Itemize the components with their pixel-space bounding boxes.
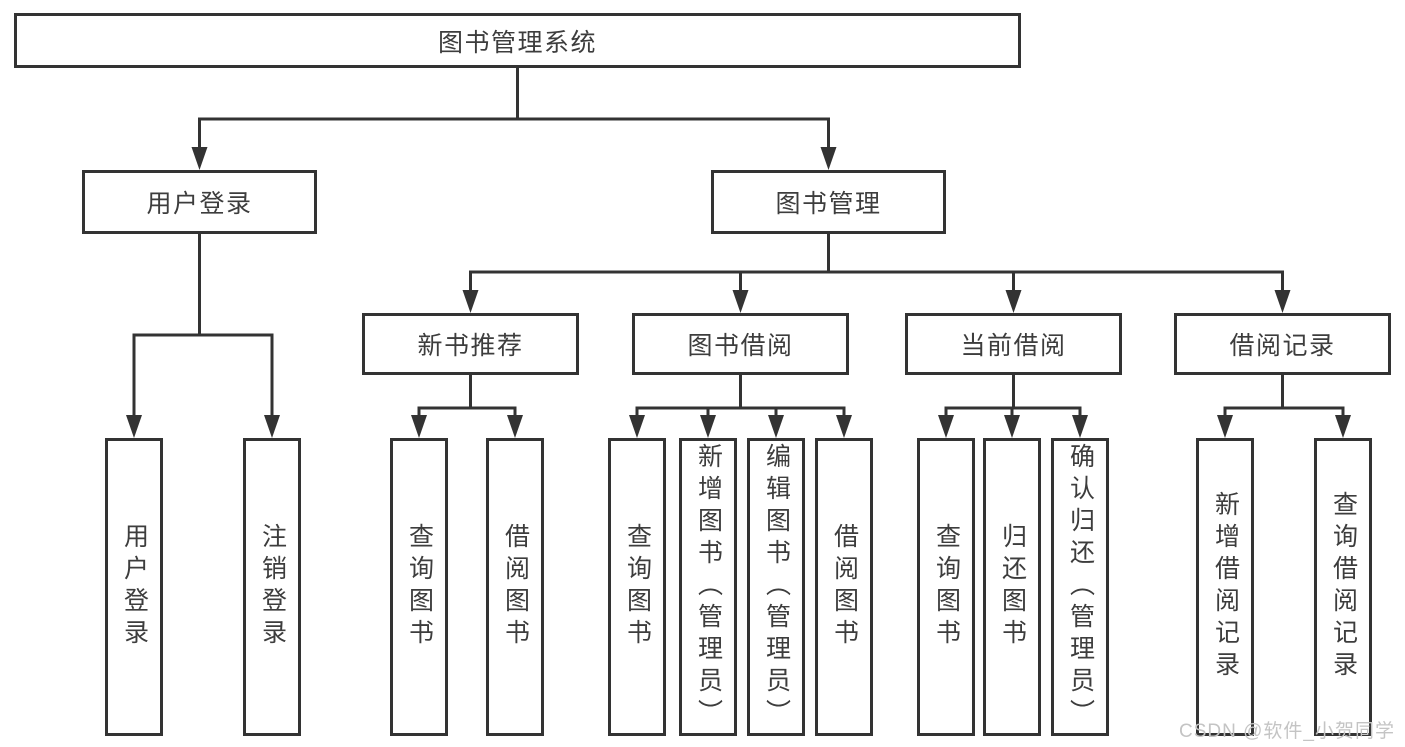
- arrowhead: [1004, 415, 1020, 438]
- arrowhead: [732, 290, 749, 313]
- node-label-bb-query: 查询图书: [623, 523, 652, 651]
- arrowhead: [191, 147, 208, 170]
- node-bb-query: 查询图书: [608, 438, 666, 736]
- node-new-book-rec: 新书推荐: [362, 313, 579, 375]
- node-label-cb-query: 查询图书: [932, 523, 961, 651]
- arrowhead: [1335, 415, 1351, 438]
- node-label-br-add: 新增借阅记录: [1211, 491, 1240, 683]
- node-label-cb-return: 归还图书: [998, 523, 1027, 651]
- node-label-user-login: 用户登录: [146, 190, 253, 218]
- node-login-logout: 注销登录: [243, 438, 301, 736]
- node-borrow-record: 借阅记录: [1174, 313, 1391, 375]
- node-label-rec-query: 查询图书: [405, 523, 434, 651]
- arrowhead: [411, 415, 427, 438]
- arrowhead: [507, 415, 523, 438]
- edge-borrow-record: [1217, 375, 1351, 438]
- node-label-rec-borrow: 借阅图书: [501, 523, 530, 651]
- node-br-add: 新增借阅记录: [1196, 438, 1254, 736]
- node-book-borrow: 图书借阅: [632, 313, 849, 375]
- node-rec-borrow: 借阅图书: [486, 438, 544, 736]
- arrowhead: [629, 415, 645, 438]
- node-user-login: 用户登录: [82, 170, 317, 234]
- node-label-cb-confirm: 确认归还（管理员）: [1066, 443, 1095, 731]
- arrowhead: [1072, 415, 1088, 438]
- edge-new-book-rec: [411, 375, 523, 438]
- arrowhead: [820, 147, 837, 170]
- arrowhead: [462, 290, 479, 313]
- watermark: CSDN @软件_小贺同学: [1179, 721, 1395, 742]
- node-label-bb-borrow: 借阅图书: [830, 523, 859, 651]
- node-bb-edit: 编辑图书（管理员）: [747, 438, 805, 736]
- node-label-br-query: 查询借阅记录: [1329, 491, 1358, 683]
- node-root: 图书管理系统: [14, 13, 1021, 68]
- edge-root: [191, 68, 837, 170]
- node-label-book-borrow: 图书借阅: [687, 332, 794, 360]
- node-label-login-logout: 注销登录: [258, 523, 287, 651]
- node-login-user: 用户登录: [105, 438, 163, 736]
- node-cb-return: 归还图书: [983, 438, 1041, 736]
- node-label-root: 图书管理系统: [437, 28, 597, 57]
- arrowhead: [836, 415, 852, 438]
- node-label-book-mgmt: 图书管理: [775, 190, 882, 218]
- arrowhead: [768, 415, 784, 438]
- arrowhead: [1005, 290, 1022, 313]
- node-label-bb-add: 新增图书（管理员）: [694, 443, 723, 731]
- node-label-new-book-rec: 新书推荐: [417, 332, 524, 360]
- node-label-bb-edit: 编辑图书（管理员）: [762, 443, 791, 731]
- node-label-login-user: 用户登录: [120, 523, 149, 651]
- edge-book-mgmt: [462, 234, 1291, 313]
- arrowhead: [1274, 290, 1291, 313]
- arrowhead: [1217, 415, 1233, 438]
- node-label-borrow-record: 借阅记录: [1229, 332, 1336, 360]
- node-bb-borrow: 借阅图书: [815, 438, 873, 736]
- node-label-current-borrow: 当前借阅: [960, 332, 1067, 360]
- node-book-mgmt: 图书管理: [711, 170, 946, 234]
- edge-current-borrow: [938, 375, 1088, 438]
- node-br-query: 查询借阅记录: [1314, 438, 1372, 736]
- edge-book-borrow: [629, 375, 852, 438]
- node-bb-add: 新增图书（管理员）: [679, 438, 737, 736]
- node-cb-confirm: 确认归还（管理员）: [1051, 438, 1109, 736]
- arrowhead: [938, 415, 954, 438]
- node-cb-query: 查询图书: [917, 438, 975, 736]
- node-current-borrow: 当前借阅: [905, 313, 1122, 375]
- arrowhead: [126, 415, 142, 438]
- node-rec-query: 查询图书: [390, 438, 448, 736]
- arrowhead: [264, 415, 280, 438]
- edge-user-login: [126, 234, 280, 438]
- arrowhead: [700, 415, 716, 438]
